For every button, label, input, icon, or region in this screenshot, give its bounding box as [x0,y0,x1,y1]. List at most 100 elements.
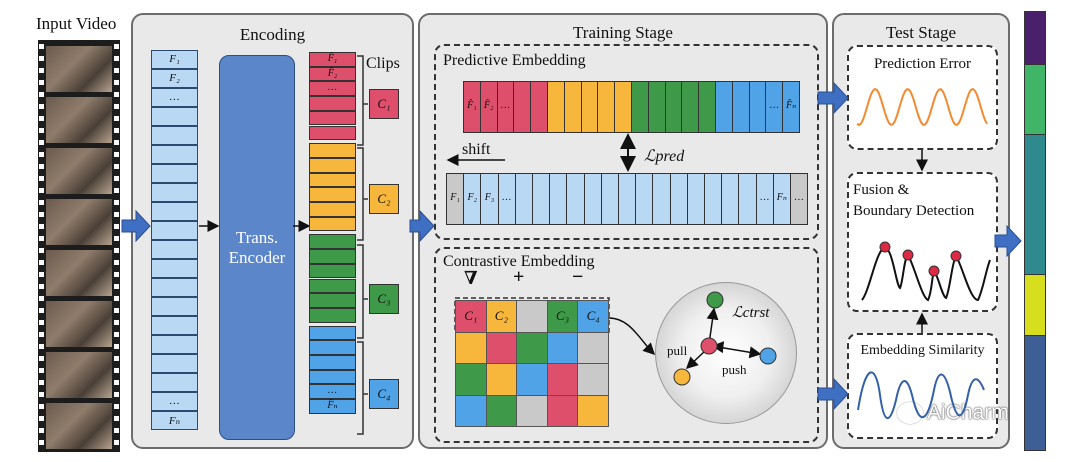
frame-feature-label: … [169,91,180,103]
contrastive-cell [577,363,609,396]
contrastive-cell [485,363,518,396]
frame-feature-cell [151,316,198,335]
shifted-cell-label: … [794,192,804,203]
timeline-segment [1025,64,1045,135]
encoded-feature-cell [309,125,356,141]
node-orange-positive [673,368,691,386]
film-perforation [39,44,44,49]
film-perforation [39,308,44,313]
encoded-feature-cell [309,355,356,370]
frame-feature-cell: Fₙ [151,411,198,430]
clip-c3: C₃ [369,284,399,314]
boundary-peak-1 [879,241,891,253]
contrastive-cell: C₃ [546,300,579,333]
shifted-cell-label: F₁ [450,192,460,203]
film-perforation [114,188,119,193]
film-perforation [114,332,119,337]
film-perforation [114,356,119,361]
fusion-boundary-box [847,172,998,312]
predicted-cell [731,81,750,133]
predicted-cell [580,81,599,133]
film-perforation [39,104,44,109]
node-green-positive [706,291,724,309]
prediction-error-title: Prediction Error [873,56,972,72]
film-perforation [39,404,44,409]
arrow-encoding-to-training-icon [409,209,435,243]
frame-feature-cell: … [151,392,198,411]
contrastive-cell [485,394,518,427]
predicted-cell [597,81,616,133]
film-perforation [39,212,44,217]
encoded-feature-cell [309,96,356,111]
film-perforation [39,128,44,133]
shifted-cell [686,173,705,225]
frame-feature-cell [151,278,198,297]
clip-c4: C₄ [369,379,399,409]
contrastive-cell: C₁ [455,300,487,333]
film-perforation [114,116,119,121]
frame-feature-cell [151,240,198,259]
predicted-cell [530,81,548,133]
encoded-feature-cell [309,278,356,294]
film-perforation [39,416,44,421]
shifted-cell [704,173,723,225]
film-perforation [39,380,44,385]
film-perforation [39,284,44,289]
shifted-cell-label: F₃ [484,192,495,203]
film-perforation [114,404,119,409]
shifted-cell: F₃ [480,173,499,225]
contrastive-cell [516,394,548,427]
contrastive-cell [546,331,579,364]
film-perforation [39,356,44,361]
predicted-cell: … [765,81,784,133]
watermark-text: AiCharm [927,401,1009,424]
frame-feature-cell [151,373,198,392]
contrastive-cell [546,394,579,427]
film-perforation [39,140,44,145]
contrastive-cell [577,331,609,364]
frame-feature-cell: F₂ [151,69,198,88]
film-perforation [114,44,119,49]
film-perforation [39,68,44,73]
shifted-cell: F₂ [463,173,482,225]
film-perforation [39,248,44,253]
encoded-feature-cell [309,293,356,308]
contrastive-cell [516,363,548,396]
film-perforation [39,428,44,433]
embedding-similarity-box [847,333,998,439]
contrastive-cell [485,331,518,364]
film-perforation [39,56,44,61]
contrastive-cell [516,300,548,333]
predictive-embedding-box [434,44,819,240]
predicted-cell [698,81,716,133]
push-label: push [722,362,747,377]
clips-title: Clips [366,55,400,72]
encoded-feature-label: F̂ₙ [327,400,338,412]
film-perforation [114,176,119,181]
encoded-feature-cell [309,157,356,173]
shifted-cell [618,173,637,225]
input-video-film-strip [38,40,120,452]
contrastive-cell [546,363,579,396]
predicted-cell: F̂₁ [463,81,481,133]
frame-feature-cell [151,221,198,240]
film-perforation [114,68,119,73]
film-perforation [39,272,44,277]
film-perforation [39,296,44,301]
film-perforation [114,308,119,313]
predicted-cell [563,81,582,133]
predicted-cell-label: … [769,100,779,111]
contrastive-cell [577,394,609,427]
film-perforation [114,200,119,205]
film-perforation [114,56,119,61]
video-frame [46,148,112,194]
predicted-cell [664,81,683,133]
encoded-feature-cell [309,172,356,188]
shifted-cell [652,173,671,225]
film-perforation [114,368,119,373]
boundary-peak-3 [928,265,940,277]
film-perforation [114,428,119,433]
input-video-title: Input Video [36,14,117,33]
frame-feature-cell: F₁ [151,50,198,69]
encoded-feature-label: … [328,82,337,94]
